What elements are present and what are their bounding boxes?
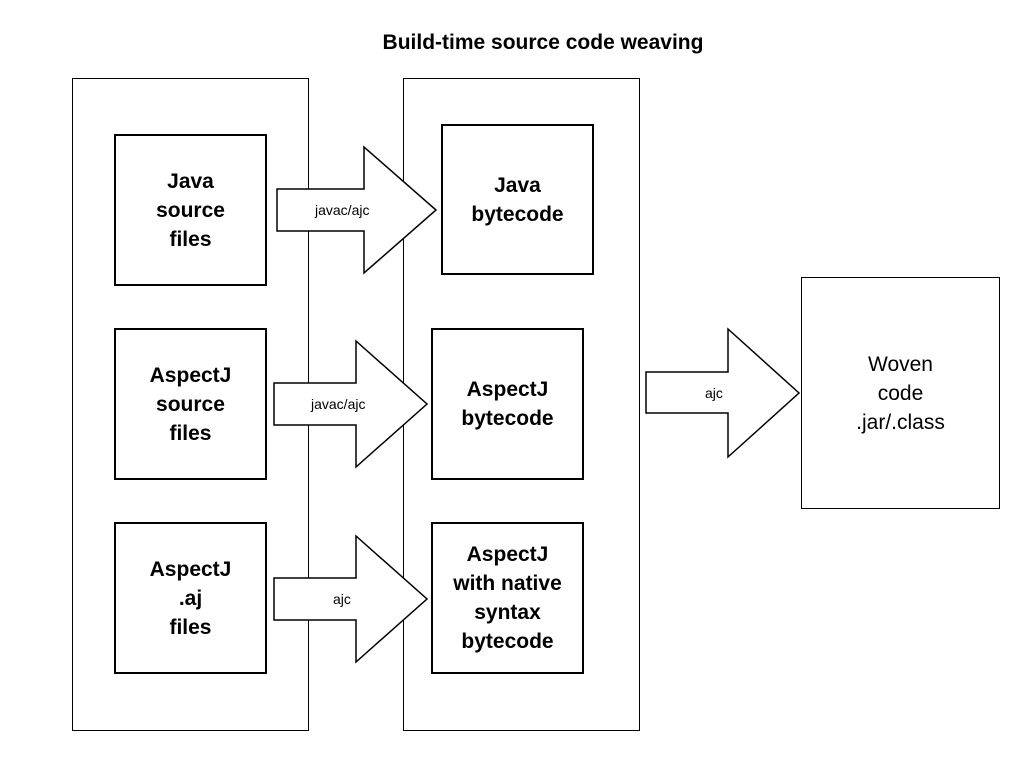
arrow-label-aspectj-compile: javac/ajc [311,396,366,412]
aspectj-bytecode-label: AspectJ bytecode [461,378,554,430]
arrow-weaving-to-output [645,327,801,459]
arrow-java-to-bytecode [276,145,438,275]
aspectj-native-syntax-bytecode-label: AspectJ with native syntax bytecode [453,543,562,653]
arrow-label-aj-compile: ajc [333,591,351,607]
arrow-aj-to-bytecode [273,534,429,664]
java-source-files-box: Java source files [114,134,267,286]
java-source-files-label: Java source files [156,169,225,251]
aspectj-native-syntax-bytecode-box: AspectJ with native syntax bytecode [431,522,584,674]
aspectj-source-files-box: AspectJ source files [114,328,267,480]
aspectj-source-files-label: AspectJ source files [149,363,232,445]
arrow-label-weave: ajc [705,385,723,401]
diagram-title: Build-time source code weaving [382,31,704,54]
aspectj-aj-files-box: AspectJ .aj files [114,522,267,674]
java-bytecode-box: Java bytecode [441,124,594,275]
java-bytecode-label: Java bytecode [471,173,564,226]
aspectj-bytecode-box: AspectJ bytecode [431,328,584,480]
woven-code-label: Woven code .jar/.class [856,352,945,434]
arrow-aspectj-to-bytecode [273,339,429,469]
aspectj-aj-files-label: AspectJ .aj files [149,557,232,639]
woven-code-box: Woven code .jar/.class [801,277,1000,509]
arrow-label-java-compile: javac/ajc [315,202,370,218]
